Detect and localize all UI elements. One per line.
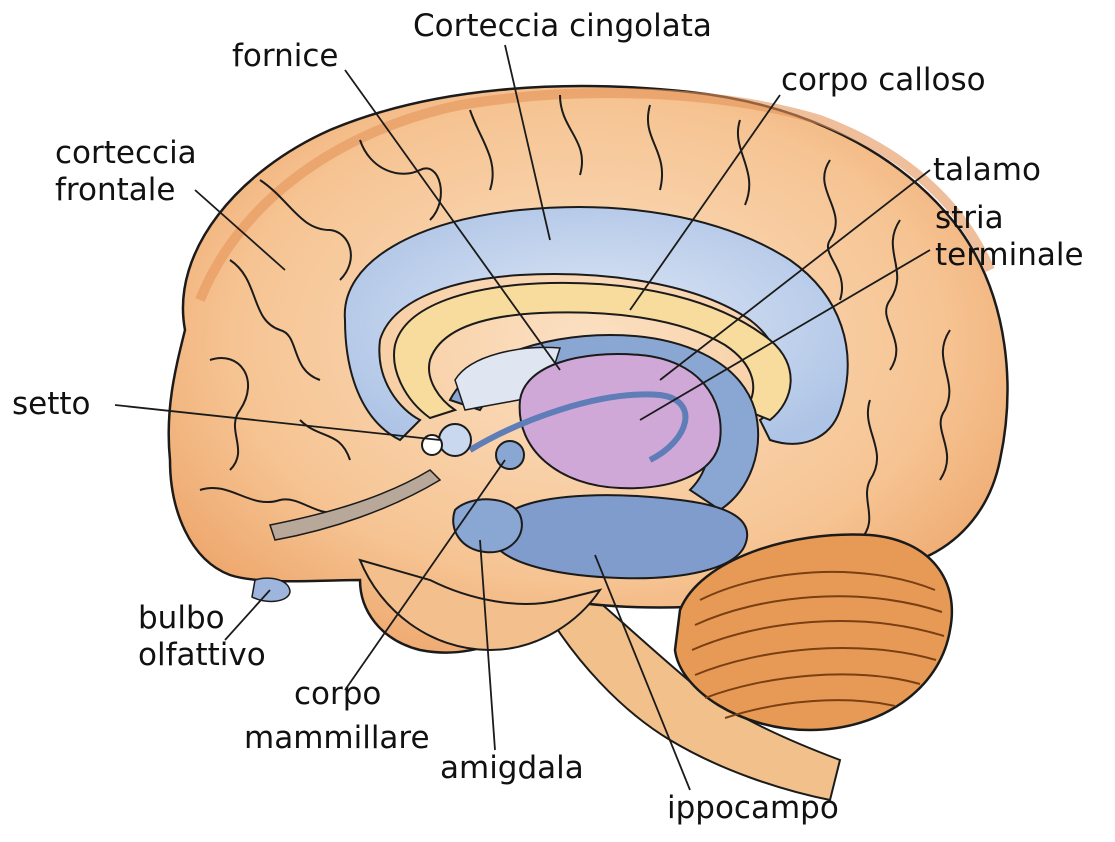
hippocampus xyxy=(495,495,747,578)
label-corpo-calloso: corpo calloso xyxy=(781,62,986,99)
label-stria-terminale: stria terminale xyxy=(935,200,1084,274)
label-bulbo-olfattivo: bulbo olfattivo xyxy=(138,600,266,674)
septum-node xyxy=(439,424,471,456)
label-setto: setto xyxy=(12,386,91,423)
label-corteccia-cingolata: Corteccia cingolata xyxy=(413,8,712,45)
label-ippocampo: ippocampo xyxy=(667,790,839,827)
label-corteccia-frontale: corteccia frontale xyxy=(55,135,197,209)
mammillary-body xyxy=(496,441,524,469)
olfactory-bulb xyxy=(252,578,290,601)
label-corpo-mammillare: corpo xyxy=(294,676,381,713)
label-amigdala: amigdala xyxy=(440,750,584,787)
label-talamo: talamo xyxy=(933,152,1041,189)
label-corpo-mammillare-2: mammillare xyxy=(244,720,430,757)
amygdala-shape xyxy=(453,499,522,552)
label-fornice: fornice xyxy=(232,38,338,75)
